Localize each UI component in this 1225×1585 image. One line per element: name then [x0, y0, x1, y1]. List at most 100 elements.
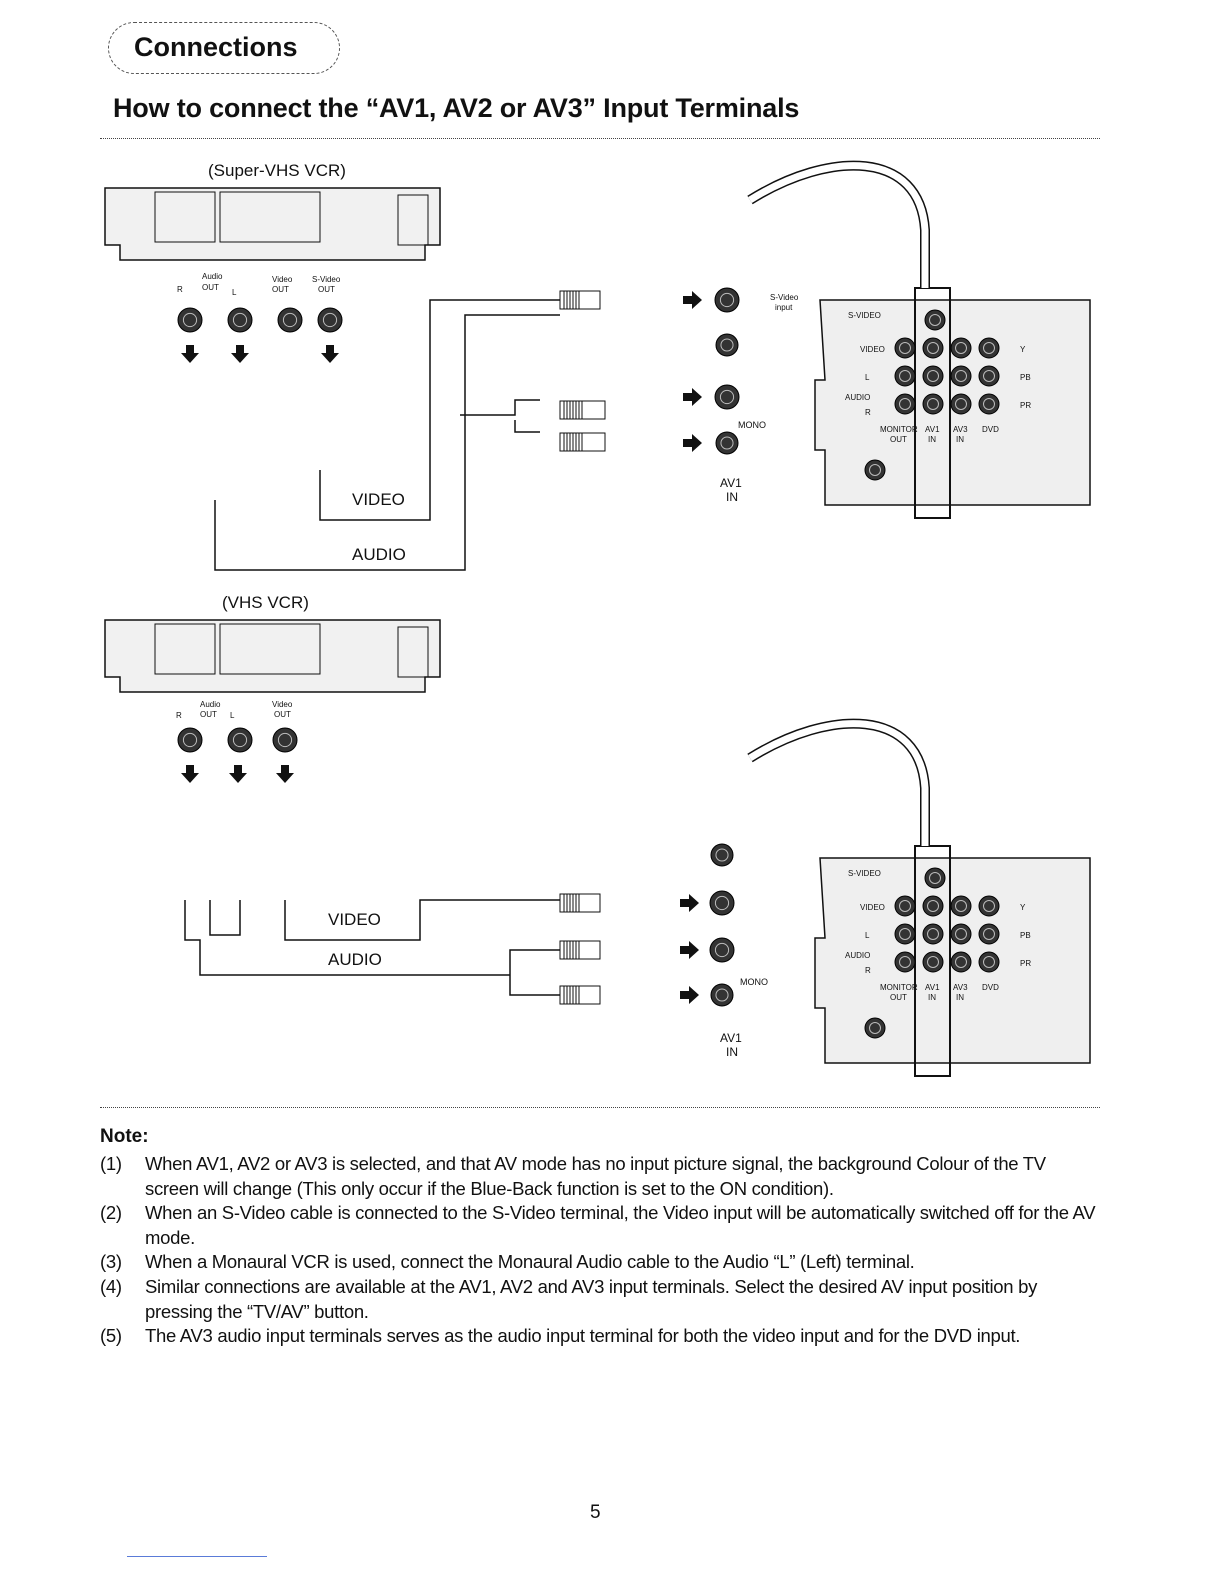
arrow-right-icon	[683, 291, 702, 309]
svg-text:IN: IN	[726, 490, 738, 504]
svg-text:Video: Video	[272, 700, 293, 709]
tv-panel-label: OUT	[890, 993, 907, 1002]
tv-panel-label: S-VIDEO	[848, 311, 881, 320]
tv-panel-label: AUDIO	[845, 951, 870, 960]
tv-panel-label: Y	[1020, 345, 1026, 354]
svg-text:L: L	[232, 288, 237, 297]
vcr-label: (VHS VCR)	[222, 593, 309, 612]
svg-text:OUT: OUT	[318, 285, 335, 294]
arrow-down-icon	[181, 765, 199, 783]
jack-icon	[227, 727, 253, 753]
jack-icon	[922, 923, 944, 945]
jack-icon	[894, 923, 916, 945]
audio-cable-label: AUDIO	[328, 950, 382, 969]
jack-icon	[922, 895, 944, 917]
vcr-rear-panel	[104, 187, 441, 261]
jack-icon	[864, 1017, 886, 1039]
svg-text:OUT: OUT	[272, 285, 289, 294]
jack-icon	[978, 365, 1000, 387]
jack-icon	[950, 393, 972, 415]
tv-panel-label: AUDIO	[845, 393, 870, 402]
jack-icon	[978, 895, 1000, 917]
jack-icon	[709, 890, 735, 916]
svg-text:AV1: AV1	[720, 1031, 742, 1045]
plug-icon	[559, 893, 601, 913]
tv-panel-label: PR	[1020, 401, 1031, 410]
jack-icon	[710, 843, 734, 867]
audio-cable-label: AUDIO	[352, 545, 406, 564]
tv-panel-label: PB	[1020, 373, 1031, 382]
svg-text:Audio: Audio	[202, 272, 223, 281]
note-item: (3)When a Monaural VCR is used, connect …	[100, 1251, 915, 1273]
vcr-rear-panel	[104, 619, 441, 693]
arrow-down-icon	[321, 345, 339, 363]
jack-icon	[715, 333, 739, 357]
tv-panel-label: VIDEO	[860, 345, 885, 354]
svg-text:S-Video: S-Video	[770, 293, 799, 302]
video-cable-label: VIDEO	[352, 490, 405, 509]
svg-text:OUT: OUT	[202, 283, 219, 292]
page-number: 5	[590, 1502, 601, 1523]
plug-icon	[559, 400, 606, 420]
tv-panel-label: DVD	[982, 983, 999, 992]
svg-text:L: L	[230, 711, 235, 720]
svg-text:IN: IN	[726, 1045, 738, 1059]
plug-icon	[559, 432, 606, 452]
note-title: Note:	[100, 1126, 149, 1147]
jack-icon	[978, 951, 1000, 973]
jack-icon	[317, 307, 343, 333]
jack-icon	[272, 727, 298, 753]
tv-panel-label: Y	[1020, 903, 1026, 912]
note-item: (1)When AV1, AV2 or AV3 is selected, and…	[100, 1153, 1046, 1199]
vcr-label: (Super-VHS VCR)	[208, 161, 346, 180]
tv-panel-label: AV3	[953, 425, 968, 434]
tv-panel-label: OUT	[890, 435, 907, 444]
svg-text:Video: Video	[272, 275, 293, 284]
jack-icon	[924, 867, 946, 889]
tv-panel-label: MONITOR	[880, 983, 918, 992]
page-heading: How to connect the “AV1, AV2 or AV3” Inp…	[113, 93, 800, 123]
jack-icon	[894, 365, 916, 387]
plug-icon	[559, 290, 601, 310]
jack-icon	[227, 307, 253, 333]
arrow-right-icon	[683, 388, 702, 406]
video-cable-label: VIDEO	[328, 910, 381, 929]
jack-icon	[894, 951, 916, 973]
svg-text:S-Video: S-Video	[312, 275, 341, 284]
tv-panel-label: IN	[928, 435, 936, 444]
arrow-right-icon	[680, 986, 699, 1004]
jack-icon	[922, 365, 944, 387]
jack-icon	[924, 309, 946, 331]
svg-text:OUT: OUT	[274, 710, 291, 719]
footer-line	[127, 1556, 267, 1557]
heading-divider	[100, 138, 1100, 139]
jack-icon	[950, 365, 972, 387]
svg-text:OUT: OUT	[200, 710, 217, 719]
section-title: Connections	[134, 32, 298, 62]
tv-panel-label: L	[865, 373, 870, 382]
arrow-down-icon	[229, 765, 247, 783]
svg-text:Audio: Audio	[200, 700, 221, 709]
arrow-down-icon	[276, 765, 294, 783]
jack-icon	[277, 307, 303, 333]
note-item: (2)When an S-Video cable is connected to…	[100, 1202, 1096, 1248]
tv-panel-label: AV1	[925, 983, 940, 992]
section-tag: Connections	[108, 22, 340, 74]
jack-icon	[950, 951, 972, 973]
tv-panel-label: IN	[956, 435, 964, 444]
plug-icon	[559, 985, 601, 1005]
jack-icon	[922, 393, 944, 415]
jack-icon	[710, 983, 734, 1007]
arrow-right-icon	[680, 941, 699, 959]
jack-icon	[922, 337, 944, 359]
jack-icon	[950, 895, 972, 917]
tv-panel-label: AV1	[925, 425, 940, 434]
jack-icon	[714, 287, 740, 313]
jack-icon	[978, 393, 1000, 415]
tv-panel-label: DVD	[982, 425, 999, 434]
svg-text:input: input	[775, 303, 793, 312]
tv-panel-label: IN	[928, 993, 936, 1002]
